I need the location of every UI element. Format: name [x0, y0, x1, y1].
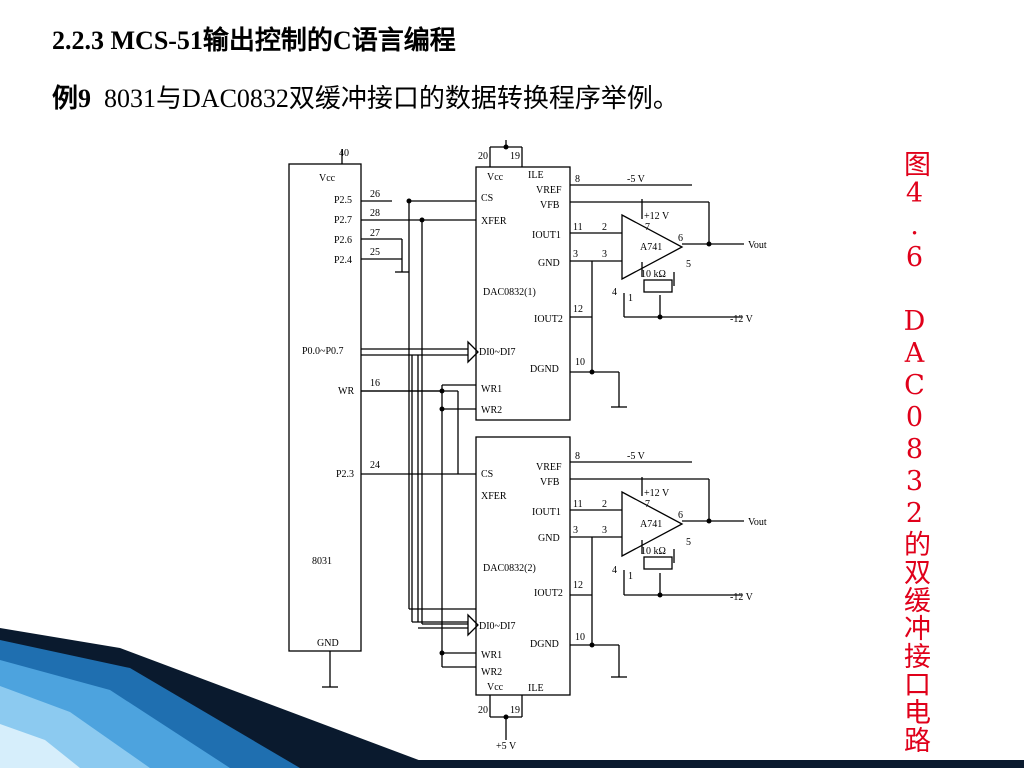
dac2-vfb: VFB — [540, 477, 560, 488]
mcu-pin-p0: P0.0~P0.7 — [302, 346, 344, 357]
opamp1-pin5: 5 — [686, 259, 691, 270]
mcu-pin-p24: P2.4 — [334, 255, 352, 266]
opamp2-res: 10 kΩ — [641, 546, 666, 557]
dac1-pin10: 10 — [575, 357, 585, 368]
mcu-pin-p25: P2.5 — [334, 195, 352, 206]
mcu-vcc-label: Vcc — [319, 173, 336, 184]
dac2-pin8: 8 — [575, 451, 580, 462]
dac2-gnd: GND — [538, 533, 560, 544]
opamp2-pin3: 3 — [602, 525, 607, 536]
example-text: 8031与DAC0832双缓冲接口的数据转换程序举例。 — [104, 84, 679, 113]
opamp2-pin7: 7 — [645, 499, 650, 510]
dac2-vout: Vout — [748, 517, 767, 528]
dac1-dgnd: DGND — [530, 364, 559, 375]
circuit-diagram: 40 Vcc P2.5 26 P2.7 28 P2.6 27 P2.4 25 P… — [282, 137, 784, 768]
mcu-pin-27: 27 — [370, 228, 380, 239]
dac1-pin11: 11 — [573, 222, 583, 233]
opamp1-pin3: 3 — [602, 249, 607, 260]
mcu-pin-p26: P2.6 — [334, 235, 352, 246]
dac1-vfb: VFB — [540, 200, 560, 211]
mcu-pin-28: 28 — [370, 208, 380, 219]
opamp1-pin1: 1 — [628, 293, 633, 304]
dac2-pin20: 20 — [478, 705, 488, 716]
dac1-gnd: GND — [538, 258, 560, 269]
dac2-di: DI0~DI7 — [479, 621, 516, 632]
dac2-dgnd: DGND — [530, 639, 559, 650]
mcu-block — [288, 163, 362, 652]
dac2-wr1: WR1 — [481, 650, 502, 661]
dac2-iout1: IOUT1 — [532, 507, 561, 518]
dac2-vref: VREF — [536, 462, 562, 473]
corner-decoration — [0, 628, 1024, 768]
mcu-pin-p23: P2.3 — [336, 469, 354, 480]
opamp2-vneg: -12 V — [730, 592, 754, 603]
dac1-name: DAC0832(1) — [483, 287, 536, 298]
opamp1-pin2: 2 — [602, 222, 607, 233]
mcu-vcc-pin: 40 — [339, 148, 349, 159]
mcu-pin-16: 16 — [370, 378, 380, 389]
dac2-name: DAC0832(2) — [483, 563, 536, 574]
mcu-pin-p27: P2.7 — [334, 215, 352, 226]
dac2-vcc: Vcc — [487, 682, 504, 693]
dac2-wr2: WR2 — [481, 667, 502, 678]
dac1-wr2: WR2 — [481, 405, 502, 416]
dac1-pin20: 20 — [478, 151, 488, 162]
dac2-iout2: IOUT2 — [534, 588, 563, 599]
opamp1-vpos: +12 V — [644, 211, 670, 222]
dac2-block — [475, 436, 571, 696]
dac1-pin8: 8 — [575, 174, 580, 185]
opamp2-pin5: 5 — [686, 537, 691, 548]
opamp2-pin4: 4 — [612, 565, 617, 576]
opamp2-pin1: 1 — [628, 571, 633, 582]
dac2-pin10: 10 — [575, 632, 585, 643]
opamp1-name: A741 — [640, 242, 662, 253]
slide-title: 2.2.3 MCS-51输出控制的C语言编程 — [52, 26, 456, 55]
dac2-xfer: XFER — [481, 491, 507, 502]
dac1-vcc: Vcc — [487, 172, 504, 183]
dac1-di: DI0~DI7 — [479, 347, 516, 358]
dac2-pin19: 19 — [510, 705, 520, 716]
dac1-pin3: 3 — [573, 249, 578, 260]
opamp1-pin6: 6 — [678, 233, 683, 244]
dac2-vref-supply: -5 V — [627, 451, 646, 462]
opamp-2 — [621, 490, 684, 558]
dac1-vref: VREF — [536, 185, 562, 196]
dac1-pin12: 12 — [573, 304, 583, 315]
dac1-block — [475, 166, 571, 421]
dac1-cs: CS — [481, 193, 493, 204]
dac1-vref-supply: -5 V — [627, 174, 646, 185]
dac2-pin3: 3 — [573, 525, 578, 536]
mcu-pin-wr: WR — [338, 386, 354, 397]
dac1-ile: ILE — [528, 170, 544, 181]
opamp2-vpos: +12 V — [644, 488, 670, 499]
dac1-vout: Vout — [748, 240, 767, 251]
example-label: 例9 — [52, 84, 92, 113]
mcu-pin-26: 26 — [370, 189, 380, 200]
dac1-xfer: XFER — [481, 216, 507, 227]
example-line: 例9 8031与DAC0832双缓冲接口的数据转换程序举例。 — [52, 78, 679, 115]
dac1-iout2: IOUT2 — [534, 314, 563, 325]
dac2-supply: +5 V — [496, 741, 517, 752]
dac2-pin12: 12 — [573, 580, 583, 591]
dac2-cs: CS — [481, 469, 493, 480]
opamp1-pin7: 7 — [645, 222, 650, 233]
mcu-name: 8031 — [312, 556, 332, 567]
dac1-pin19: 19 — [510, 151, 520, 162]
opamp1-pin4: 4 — [612, 287, 617, 298]
mcu-pin-25: 25 — [370, 247, 380, 258]
mcu-pin-24: 24 — [370, 460, 380, 471]
opamp1-res: 10 kΩ — [641, 269, 666, 280]
figure-caption: 图4.6 DAC0832的双缓冲接口电路 — [899, 150, 930, 754]
opamp2-pin6: 6 — [678, 510, 683, 521]
dac2-ile: ILE — [528, 683, 544, 694]
dac2-pin11: 11 — [573, 499, 583, 510]
dac1-iout1: IOUT1 — [532, 230, 561, 241]
dac1-wr1: WR1 — [481, 384, 502, 395]
opamp1-vneg: -12 V — [730, 314, 754, 325]
mcu-gnd: GND — [317, 638, 339, 649]
opamp2-pin2: 2 — [602, 499, 607, 510]
opamp2-name: A741 — [640, 519, 662, 530]
opamp-1 — [621, 213, 684, 281]
